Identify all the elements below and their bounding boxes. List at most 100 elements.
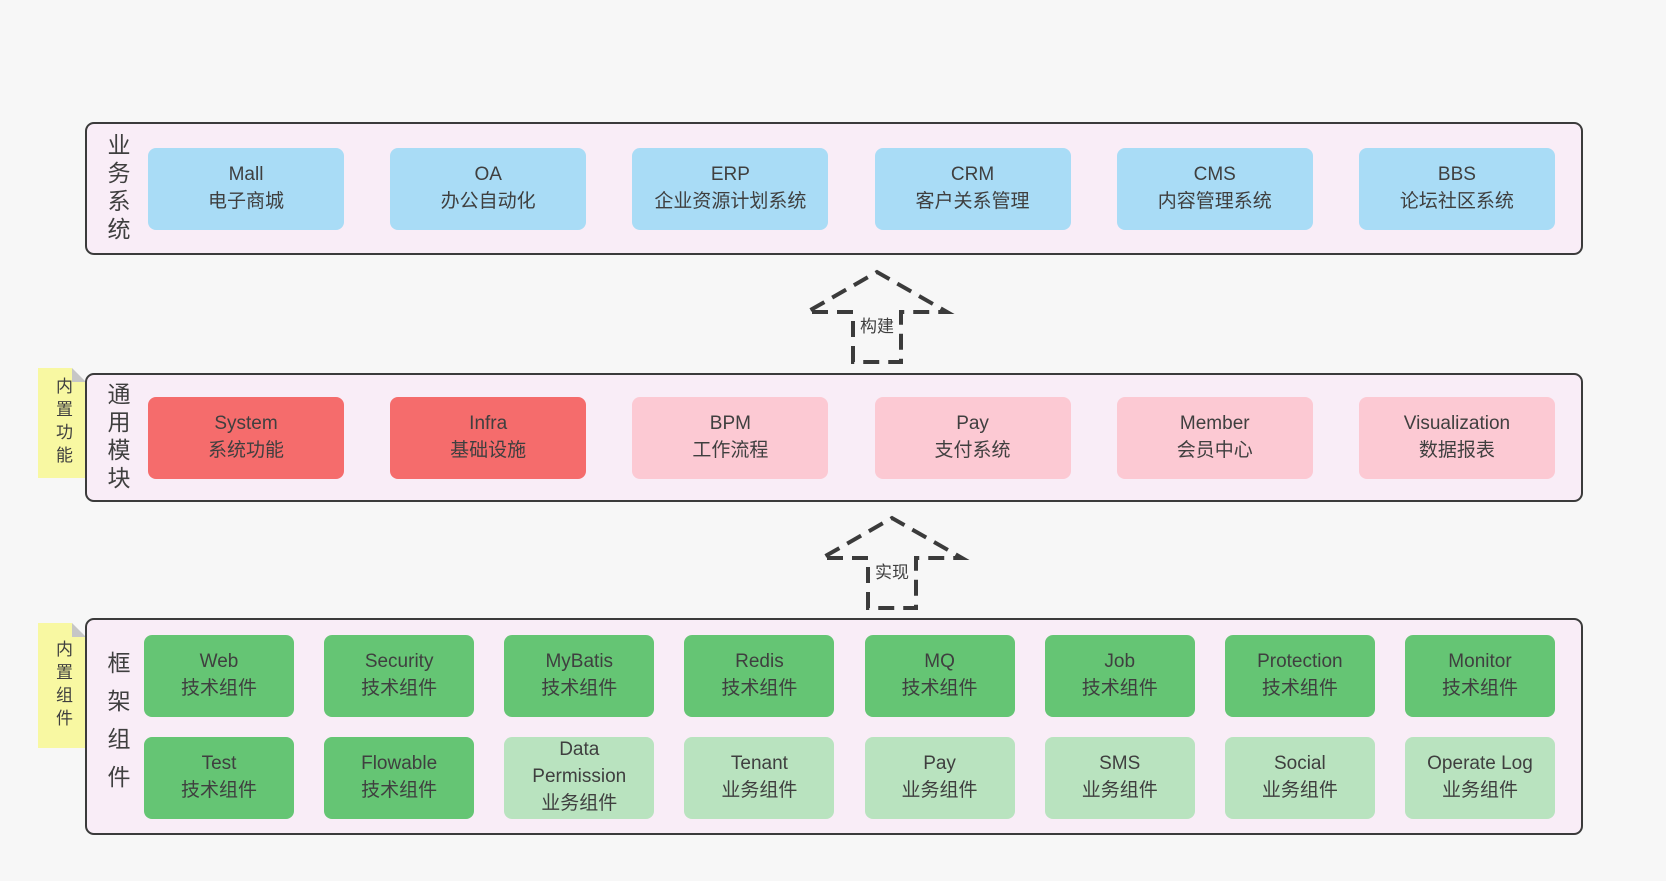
box-name: Monitor [1448, 650, 1512, 672]
box-desc: 业务组件 [901, 779, 978, 801]
box-name: Test [201, 752, 237, 774]
box-name: Member [1179, 412, 1250, 434]
box-desc: 论坛社区系统 [1399, 190, 1514, 212]
box-name: Data Permission [532, 739, 627, 788]
box-desc: 支付系统 [934, 439, 1011, 461]
folded-corner-icon [72, 368, 86, 382]
box-desc: 技术组件 [180, 677, 257, 699]
sticky-note-label: 内置功能 [53, 377, 72, 469]
box-name: Visualization [1403, 412, 1511, 434]
box-crm: CRM 客户关系管理 [874, 147, 1071, 230]
box-desc: 数据报表 [1418, 439, 1495, 461]
box-name: Operate Log [1427, 752, 1533, 774]
sticky-note-label: 内置组件 [53, 639, 72, 732]
box-name: System [214, 412, 278, 434]
box-desc: 技术组件 [721, 677, 798, 699]
layer-business-systems: 业务系统 Mall 电子商城 OA 办公自动化 ERP 企业资源计划系统 CRM… [85, 122, 1583, 255]
box-tenant: Tenant 业务组件 [684, 736, 835, 819]
box-desc: 工作流程 [692, 439, 769, 461]
box-job: Job 技术组件 [1044, 634, 1195, 717]
sticky-note-built-in-components: 内置组件 [38, 623, 86, 748]
up-arrow-dashed-icon [799, 269, 955, 364]
box-desc: 客户关系管理 [915, 190, 1030, 212]
box-redis: Redis 技术组件 [684, 634, 835, 717]
implement-arrow-label: 实现 [870, 556, 914, 585]
box-desc: 技术组件 [180, 779, 257, 801]
box-name: Social [1273, 752, 1326, 774]
sticky-note-built-in-features: 内置功能 [38, 368, 86, 478]
box-name: MQ [924, 650, 955, 672]
box-desc: 技术组件 [541, 677, 618, 699]
box-bpm: BPM 工作流程 [632, 396, 829, 479]
box-mq: MQ 技术组件 [864, 634, 1015, 717]
box-desc: 电子商城 [207, 190, 284, 212]
layer-common-modules: 通用模块 System 系统功能 Infra 基础设施 BPM 工作流程 Pay… [85, 373, 1583, 502]
box-desc: 技术组件 [361, 779, 438, 801]
implement-arrow: 实现 [812, 512, 972, 612]
box-name: Pay [923, 752, 956, 774]
box-visualization: Visualization 数据报表 [1358, 396, 1555, 479]
box-name: SMS [1099, 752, 1141, 774]
layer-title: 通用模块 [104, 381, 130, 494]
box-desc: 基础设施 [450, 439, 527, 461]
box-pay-system: Pay 支付系统 [874, 396, 1071, 479]
box-flowable: Flowable 技术组件 [324, 736, 475, 819]
build-arrow-label: 构建 [855, 310, 899, 339]
box-name: MyBatis [545, 650, 614, 672]
box-system: System 系统功能 [148, 396, 344, 479]
box-desc: 业务组件 [1441, 779, 1518, 801]
folded-corner-icon [72, 623, 86, 637]
box-desc: 技术组件 [1261, 677, 1338, 699]
box-name: CMS [1193, 163, 1236, 185]
box-data-permission: Data Permission 业务组件 [504, 736, 655, 819]
modules-box-row: System 系统功能 Infra 基础设施 BPM 工作流程 Pay 支付系统… [134, 396, 1581, 479]
box-desc: 系统功能 [207, 439, 284, 461]
box-social: Social 业务组件 [1224, 736, 1375, 819]
box-name: Redis [735, 650, 784, 672]
components-box-grid: Web 技术组件 Security 技术组件 MyBatis 技术组件 Redi… [134, 634, 1581, 819]
box-desc: 业务组件 [721, 779, 798, 801]
box-desc: 业务组件 [541, 792, 618, 814]
box-name: Pay [956, 412, 989, 434]
box-name: Security [364, 650, 434, 672]
build-arrow: 构建 [797, 266, 957, 366]
box-desc: 技术组件 [901, 677, 978, 699]
box-pay-component: Pay 业务组件 [864, 736, 1015, 819]
box-name: Flowable [361, 752, 438, 774]
box-operate-log: Operate Log 业务组件 [1404, 736, 1555, 819]
box-member: Member 会员中心 [1116, 396, 1313, 479]
box-name: BPM [709, 412, 751, 434]
box-bbs: BBS 论坛社区系统 [1358, 147, 1555, 230]
box-web: Web 技术组件 [144, 634, 294, 717]
box-cms: CMS 内容管理系统 [1116, 147, 1313, 230]
layer-framework-components: 框架组件 Web 技术组件 Security 技术组件 MyBatis 技术组件… [85, 618, 1583, 835]
box-erp: ERP 企业资源计划系统 [632, 147, 829, 230]
box-name: CRM [950, 163, 995, 185]
box-desc: 业务组件 [1081, 779, 1158, 801]
box-monitor: Monitor 技术组件 [1404, 634, 1555, 717]
box-mybatis: MyBatis 技术组件 [504, 634, 655, 717]
box-sms: SMS 业务组件 [1044, 736, 1195, 819]
box-name: OA [474, 163, 502, 185]
box-desc: 内容管理系统 [1157, 190, 1272, 212]
box-name: Tenant [730, 752, 788, 774]
box-test: Test 技术组件 [144, 736, 294, 819]
box-protection: Protection 技术组件 [1224, 634, 1375, 717]
box-name: Infra [469, 412, 508, 434]
box-desc: 技术组件 [1441, 677, 1518, 699]
business-box-row: Mall 电子商城 OA 办公自动化 ERP 企业资源计划系统 CRM 客户关系… [134, 147, 1581, 230]
box-oa: OA 办公自动化 [390, 147, 587, 230]
box-desc: 企业资源计划系统 [654, 190, 807, 212]
box-security: Security 技术组件 [324, 634, 475, 717]
box-mall: Mall 电子商城 [148, 147, 344, 230]
box-desc: 技术组件 [361, 677, 438, 699]
box-desc: 办公自动化 [440, 190, 536, 212]
up-arrow-dashed-icon [814, 515, 970, 610]
box-desc: 会员中心 [1176, 439, 1253, 461]
box-name: ERP [710, 163, 750, 185]
box-desc: 业务组件 [1261, 779, 1338, 801]
box-name: Protection [1257, 650, 1343, 672]
box-desc: 技术组件 [1081, 677, 1158, 699]
box-name: Web [199, 650, 239, 672]
